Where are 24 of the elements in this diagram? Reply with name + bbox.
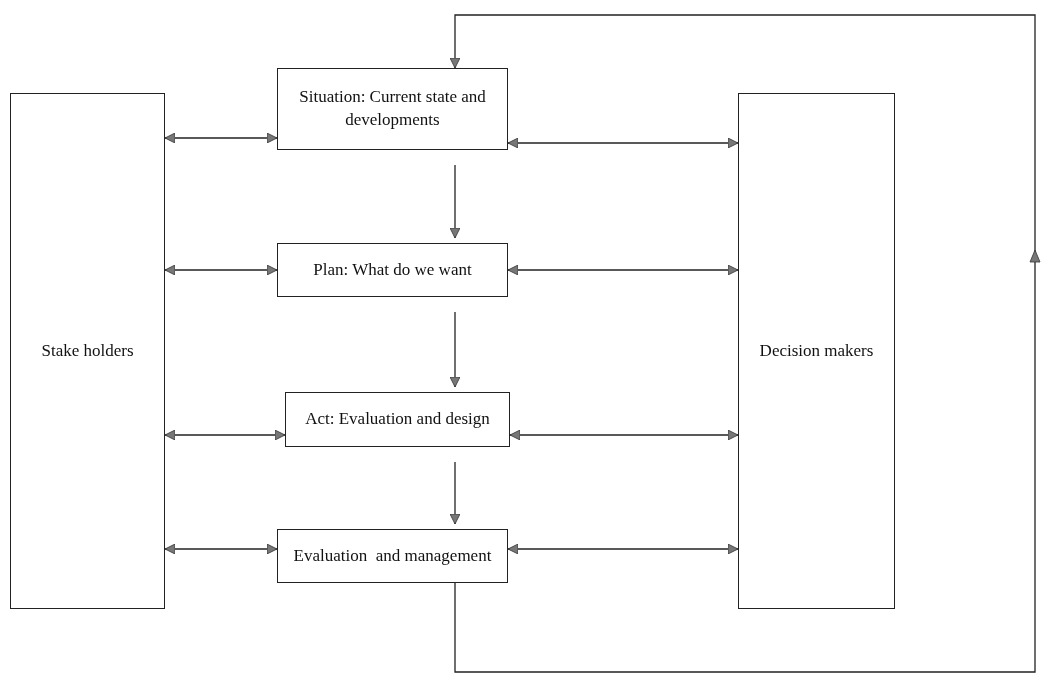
node-label: Situation: Current state and developments	[298, 86, 487, 131]
node-label: Stake holders	[41, 339, 134, 362]
arrow	[164, 132, 278, 144]
arrow	[449, 461, 461, 525]
node-label: Act: Evaluation and design	[305, 408, 490, 431]
actor-box	[738, 93, 895, 609]
node-label: Plan: What do we want	[313, 258, 472, 281]
arrow	[449, 311, 461, 388]
arrow	[449, 14, 1036, 673]
node-label: Evaluation and management	[293, 544, 492, 567]
arrow	[449, 164, 461, 239]
process-box	[277, 243, 508, 297]
actor-box	[10, 93, 165, 609]
arrow	[164, 264, 278, 276]
process-box	[277, 529, 508, 583]
arrow	[509, 429, 739, 441]
process-box	[277, 68, 508, 150]
arrow	[507, 543, 739, 555]
node-label: Decision makers	[759, 339, 874, 362]
arrow	[507, 137, 739, 149]
arrow	[164, 543, 278, 555]
arrow	[507, 264, 739, 276]
process-box	[285, 392, 510, 447]
arrow	[164, 429, 286, 441]
